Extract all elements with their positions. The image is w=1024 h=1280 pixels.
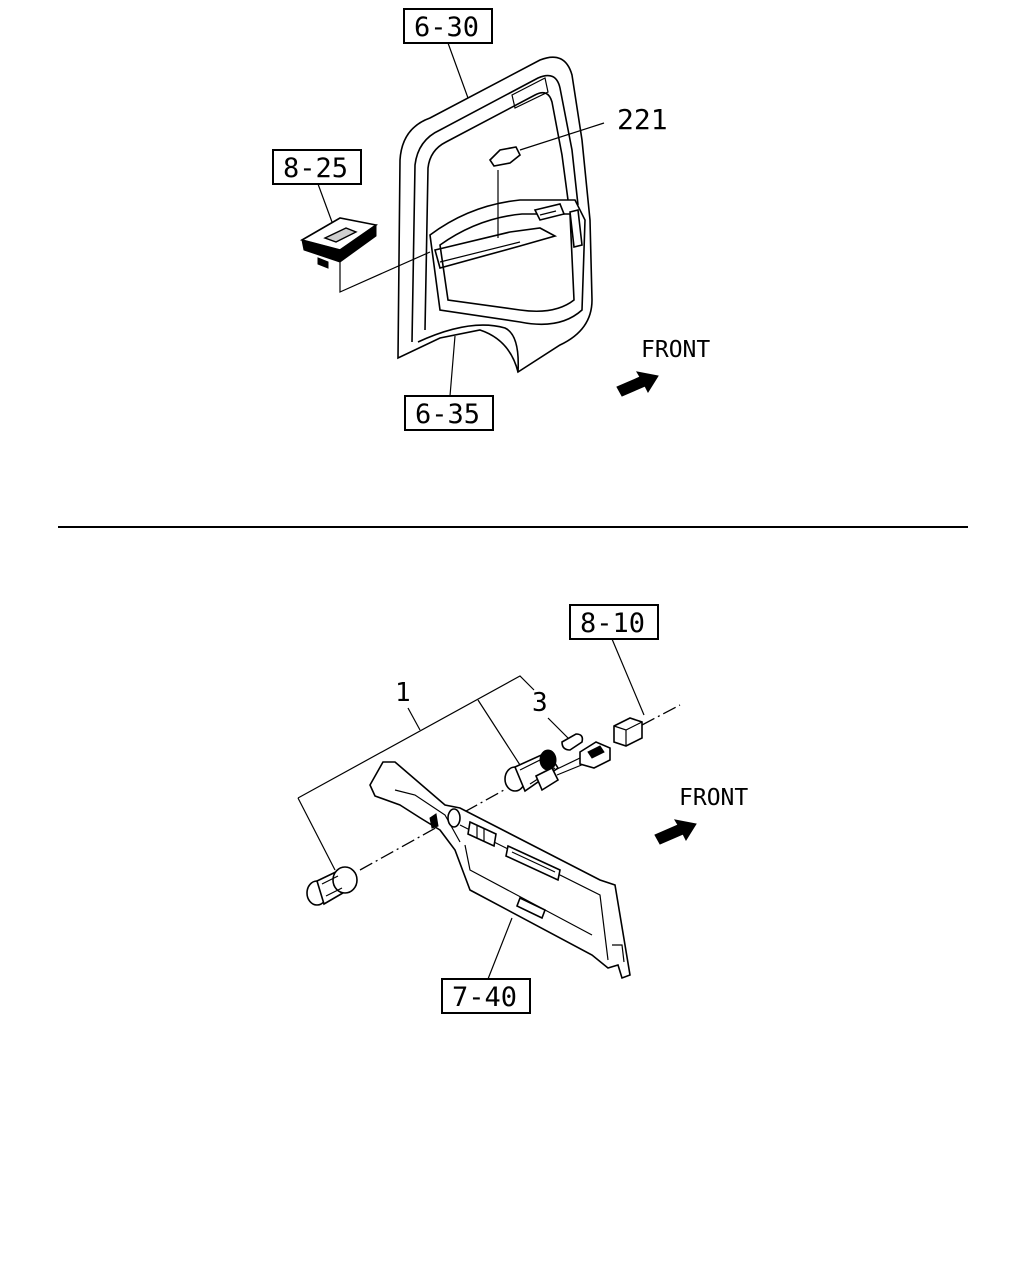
part-number-3: 3 xyxy=(532,688,548,718)
ref-label-8-25: 8-25 xyxy=(283,153,348,184)
leader-8-25 xyxy=(317,183,333,223)
leader-221 xyxy=(519,122,605,151)
ref-box-7-40[interactable] xyxy=(441,978,531,1014)
leader-6-35 xyxy=(449,335,456,397)
assembly-centerline xyxy=(359,789,505,871)
leader-1-socket xyxy=(477,699,521,766)
leader-3 xyxy=(547,717,569,739)
leader-6-30 xyxy=(447,42,469,99)
ref-box-8-25[interactable] xyxy=(272,149,362,185)
console-panel xyxy=(369,761,631,980)
ref-box-8-10[interactable] xyxy=(569,604,659,640)
ref-box-6-35[interactable] xyxy=(404,395,494,431)
part-number-221: 221 xyxy=(617,103,668,136)
door-assembly xyxy=(397,56,593,374)
leader-7-40 xyxy=(487,917,513,980)
front-label-top: FRONT xyxy=(641,337,710,363)
front-arrow-icon xyxy=(616,371,659,397)
harness-connector xyxy=(613,704,681,747)
leader-1-plug xyxy=(297,797,336,871)
front-arrow-icon-bottom xyxy=(654,819,697,845)
leader-1-tick xyxy=(407,707,421,731)
lighter-plug xyxy=(306,866,358,906)
ref-label-6-35: 6-35 xyxy=(415,399,480,430)
part-number-1: 1 xyxy=(395,678,411,708)
lamp-221 xyxy=(488,146,522,238)
ref-label-7-40: 7-40 xyxy=(452,982,517,1013)
window-switch-8-25 xyxy=(299,217,379,269)
bracket-1 xyxy=(297,675,535,799)
leader-8-10 xyxy=(611,638,645,716)
cigar-socket xyxy=(504,741,611,793)
bulb-3 xyxy=(561,733,584,751)
ref-label-6-30: 6-30 xyxy=(414,12,479,43)
ref-label-8-10: 8-10 xyxy=(580,608,645,639)
switch-leader xyxy=(339,251,431,293)
front-label-bottom: FRONT xyxy=(679,785,748,811)
